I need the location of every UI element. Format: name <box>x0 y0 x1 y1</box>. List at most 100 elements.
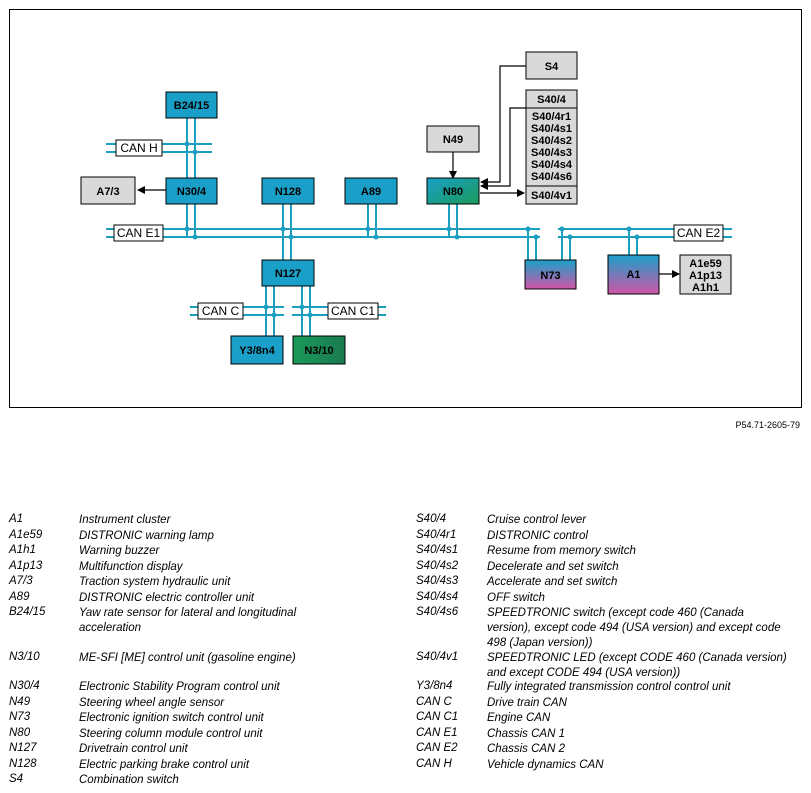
legend-key: N128 <box>9 758 37 770</box>
can-e1-label: CAN E1 <box>117 226 161 240</box>
legend-key: CAN C <box>416 696 452 708</box>
component-code: S40/4s2 <box>531 135 572 147</box>
n127-box <box>261 259 315 287</box>
legend-value: Warning buzzer <box>79 545 160 557</box>
a1-components-box <box>679 254 732 295</box>
legend-value: DISTRONIC electric controller unit <box>79 592 255 604</box>
legend-value: Multifunction display <box>79 561 183 573</box>
can-e2-label-box <box>673 224 724 242</box>
legend-value: Combination switch <box>79 774 179 786</box>
can-c-label: CAN C <box>202 304 240 318</box>
legend-key: B24/15 <box>9 606 46 618</box>
legend-value: Steering column module control unit <box>79 728 263 740</box>
n49-box <box>426 125 480 153</box>
component-code: A1e59 <box>689 258 721 270</box>
component-code: A1p13 <box>689 270 722 282</box>
n3-10-box <box>292 335 346 365</box>
legend-value: Electric parking brake control unit <box>79 759 250 771</box>
s40-4v1-box <box>525 185 578 205</box>
a7-3-label: A7/3 <box>96 186 119 198</box>
n127-label: N127 <box>275 268 301 280</box>
n30-4-label: N30/4 <box>177 186 207 198</box>
s40-4-label: S40/4 <box>537 94 567 106</box>
a1-label: A1 <box>626 269 640 281</box>
legend-key: A89 <box>9 591 30 603</box>
s40-4v1-label: S40/4v1 <box>531 190 572 202</box>
a89-label: A89 <box>361 186 381 198</box>
y3-8n4-box <box>230 335 284 365</box>
legend-value: Engine CAN <box>487 712 551 724</box>
legend-value: Resume from memory switch <box>487 545 636 557</box>
b24-15-box <box>165 91 218 119</box>
legend-key: CAN C1 <box>416 711 459 723</box>
component-code: A1h1 <box>692 282 719 294</box>
legend-key: CAN H <box>416 758 452 770</box>
legend-key: N49 <box>9 696 31 708</box>
can-h-label: CAN H <box>120 141 157 155</box>
legend-key: A1p13 <box>9 560 43 572</box>
legend-value: Accelerate and set switch <box>487 576 618 588</box>
legend-key: CAN E1 <box>416 727 458 739</box>
legend-value: OFF switch <box>487 592 545 604</box>
legend-key: S4 <box>9 773 24 785</box>
legend-key: A1 <box>9 513 24 525</box>
n80-label: N80 <box>443 186 463 198</box>
can-e2-label: CAN E2 <box>677 226 721 240</box>
can-c1-label-box <box>327 302 379 320</box>
legend-value: Drive train CAN <box>487 697 567 709</box>
legend-key: N30/4 <box>9 680 40 692</box>
legend-key: S40/4s2 <box>416 560 459 572</box>
legend-value: Vehicle dynamics CAN <box>487 759 604 771</box>
figure-code: P54.71-2605-79 <box>735 420 800 430</box>
component-code: S40/4s1 <box>531 123 572 135</box>
y3-8n4-label: Y3/8n4 <box>239 345 275 357</box>
s40-4-components-box <box>525 107 578 187</box>
legend-key: S40/4r1 <box>416 529 457 541</box>
legend-key: N3/10 <box>9 651 40 663</box>
n30-4-box <box>165 177 218 205</box>
n73-label: N73 <box>540 270 560 282</box>
legend-value: ME-SFI [ME] control unit (gasoline engin… <box>79 652 296 664</box>
legend-value: Decelerate and set switch <box>487 561 619 573</box>
component-code: S40/4s4 <box>531 159 573 171</box>
component-code: S40/4s3 <box>531 147 572 159</box>
legend-value: Instrument cluster <box>79 514 171 526</box>
legend-value: Chassis CAN 1 <box>487 728 565 740</box>
n80-box <box>426 177 480 205</box>
legend-key: S40/4 <box>416 513 447 525</box>
legend-value: Traction system hydraulic unit <box>79 576 231 588</box>
can-e1-label-box <box>113 224 164 242</box>
a7-3-box <box>80 176 136 205</box>
legend-key: S40/4s3 <box>416 575 459 587</box>
legend-value: Cruise control lever <box>487 514 587 526</box>
legend-key: N80 <box>9 727 31 739</box>
legend-key: S40/4s6 <box>416 606 459 618</box>
can-c1-label: CAN C1 <box>331 304 375 318</box>
legend-value: Chassis CAN 2 <box>487 743 565 755</box>
legend-value: Steering wheel angle sensor <box>79 697 225 709</box>
can-c-label-box <box>197 302 244 320</box>
legend-key: S40/4s1 <box>416 544 459 556</box>
legend-key: N127 <box>9 742 37 754</box>
b24-15-label: B24/15 <box>174 100 209 112</box>
component-code: S40/4r1 <box>532 111 571 123</box>
diagram-frame <box>9 9 802 408</box>
n3-10-label: N3/10 <box>304 345 333 357</box>
s4-label: S4 <box>545 61 559 73</box>
n128-label: N128 <box>275 186 301 198</box>
n73-box <box>524 259 577 290</box>
s4-box <box>525 51 578 80</box>
legend-key: A1e59 <box>9 529 43 541</box>
n49-label: N49 <box>443 134 463 146</box>
legend-key: S40/4s4 <box>416 591 459 603</box>
legend-value: Electronic Stability Program control uni… <box>79 681 280 693</box>
legend-key: CAN E2 <box>416 742 458 754</box>
legend-value: Fully integrated transmission control co… <box>487 681 731 693</box>
legend-value: DISTRONIC warning lamp <box>79 530 214 542</box>
legend-value: SPEEDTRONIC LED (except CODE 460 (Canada… <box>487 652 787 679</box>
legend-key: A1h1 <box>9 544 36 556</box>
